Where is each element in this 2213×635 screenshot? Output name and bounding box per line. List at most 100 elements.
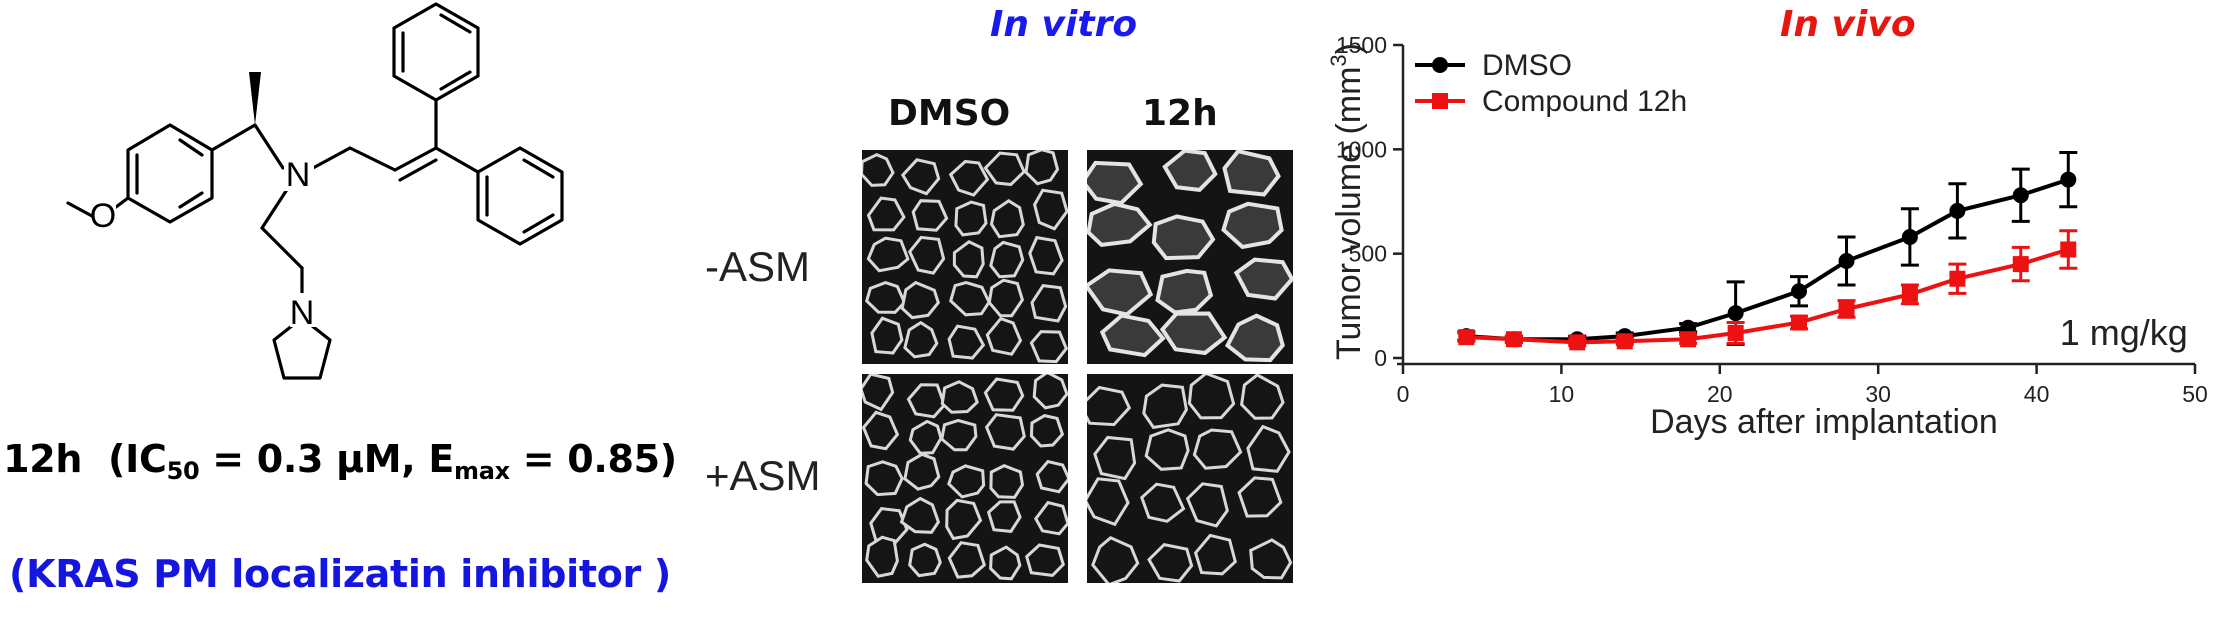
data-point xyxy=(1901,228,1918,245)
cell-outline xyxy=(862,153,895,187)
pyrrolidine-ring xyxy=(272,316,332,380)
cell-membrane-texture xyxy=(862,150,1068,364)
micrograph-12h-plus-asm xyxy=(1087,374,1293,583)
row-header-minus-asm: -ASM xyxy=(705,243,810,290)
cell-outline xyxy=(866,236,910,273)
ic-subscript: 50 xyxy=(166,457,200,485)
data-point xyxy=(2012,256,2029,273)
cell-outline xyxy=(862,374,895,412)
cell-outline xyxy=(906,383,947,419)
x-tick-label: 0 xyxy=(1397,381,1410,407)
wedge-bond xyxy=(249,72,261,125)
cell-membrane-texture xyxy=(1087,374,1293,583)
cell-outline xyxy=(1185,482,1229,528)
ic-prefix: IC xyxy=(125,437,167,481)
cell-outline xyxy=(1246,424,1291,473)
data-point xyxy=(1838,300,1855,317)
in-vitro-panel: In vitro DMSO 12h -ASM +ASM xyxy=(690,0,1380,635)
y-tick-label: 500 xyxy=(1349,241,1387,267)
chart-plot-area: 1 mg/kg xyxy=(1457,150,2188,353)
data-point xyxy=(1901,286,1918,303)
nitrogen-label-amine: N xyxy=(286,156,311,194)
x-tick-label: 10 xyxy=(1549,381,1575,407)
cell-outline xyxy=(954,200,988,237)
cell-outline xyxy=(989,464,1025,499)
cell-outline xyxy=(903,452,941,491)
cell-outline xyxy=(865,281,907,314)
cell-outline xyxy=(1142,383,1188,430)
cell-outline xyxy=(907,235,946,275)
cell-outline xyxy=(911,199,949,232)
cell-outline xyxy=(1087,201,1153,247)
cell-outline xyxy=(900,280,940,320)
data-point xyxy=(2012,187,2029,204)
cell-outline xyxy=(986,500,1022,533)
compound-caption: 12h (IC50 = 0.3 µM, Emax = 0.85) xyxy=(3,437,677,485)
compound-name: 12h xyxy=(3,437,83,481)
cell-outline xyxy=(952,240,985,279)
cell-outline xyxy=(983,377,1025,412)
legend-marker xyxy=(1432,57,1448,73)
cell-outline xyxy=(940,380,979,414)
cell-membrane-texture xyxy=(1087,150,1293,363)
cell-outline xyxy=(1249,538,1293,580)
micrograph-dmso-plus-asm xyxy=(862,374,1068,583)
row-header-plus-asm: +ASM xyxy=(705,452,821,499)
cell-outline xyxy=(1162,150,1218,193)
cell-outline xyxy=(1155,268,1214,315)
x-tick-label: 20 xyxy=(1707,381,1733,407)
cell-outline xyxy=(945,498,983,541)
ic-value: = 0.3 µM, E xyxy=(199,437,455,481)
cell-outline xyxy=(1240,374,1285,420)
cell-outline xyxy=(947,541,987,579)
data-point xyxy=(1791,314,1807,331)
cell-outline xyxy=(866,196,906,232)
cell-outline xyxy=(899,496,941,534)
data-point xyxy=(1680,331,1697,348)
cell-outline xyxy=(1087,385,1132,427)
emax-subscript: max xyxy=(454,457,510,485)
cell-outline xyxy=(1034,500,1068,536)
cell-outline xyxy=(1093,435,1137,481)
cell-outline xyxy=(1237,476,1283,518)
cell-outline xyxy=(1087,160,1144,206)
cell-outline xyxy=(948,159,990,197)
data-point xyxy=(1505,331,1522,348)
series-line xyxy=(1466,177,2069,342)
cell-outline xyxy=(865,535,899,578)
cell-outline xyxy=(1140,482,1186,523)
cell-outline xyxy=(1028,235,1064,276)
data-point xyxy=(1616,333,1633,350)
cell-outline xyxy=(1233,257,1293,301)
cell-outline xyxy=(908,542,942,578)
compound-panel: N N O 12h (IC50 = 0.3 µM, Emax = 0.85) (… xyxy=(0,0,790,635)
cell-outline xyxy=(949,281,991,317)
data-point xyxy=(1458,329,1475,346)
x-axis-label: Days after implantation xyxy=(1650,403,1998,441)
nitrogen-label-pyrrolidine: N xyxy=(290,294,315,332)
cell-outline xyxy=(1032,188,1068,231)
cell-outline xyxy=(870,316,904,355)
cell-outline xyxy=(903,320,939,359)
cell-outline xyxy=(1091,536,1140,583)
emax-value: = 0.85) xyxy=(509,437,677,481)
series-dmso xyxy=(1457,150,2078,348)
x-tick-label: 50 xyxy=(2182,381,2208,407)
column-header-12h: 12h xyxy=(1142,93,1218,134)
cell-outline xyxy=(900,158,941,196)
x-tick-label: 30 xyxy=(1865,381,1891,407)
phenyl-ring-top xyxy=(392,2,480,102)
dose-annotation: 1 mg/kg xyxy=(2060,312,2188,353)
cell-outline xyxy=(940,418,978,452)
cell-outline xyxy=(983,151,1026,187)
cell-outline xyxy=(989,545,1022,581)
cell-outline xyxy=(989,240,1025,279)
cell-outline xyxy=(864,460,904,497)
cell-outline xyxy=(947,464,986,499)
data-point xyxy=(1791,283,1807,300)
cell-outline xyxy=(1029,414,1065,448)
cell-outline xyxy=(1099,313,1166,358)
data-point xyxy=(2060,171,2077,188)
